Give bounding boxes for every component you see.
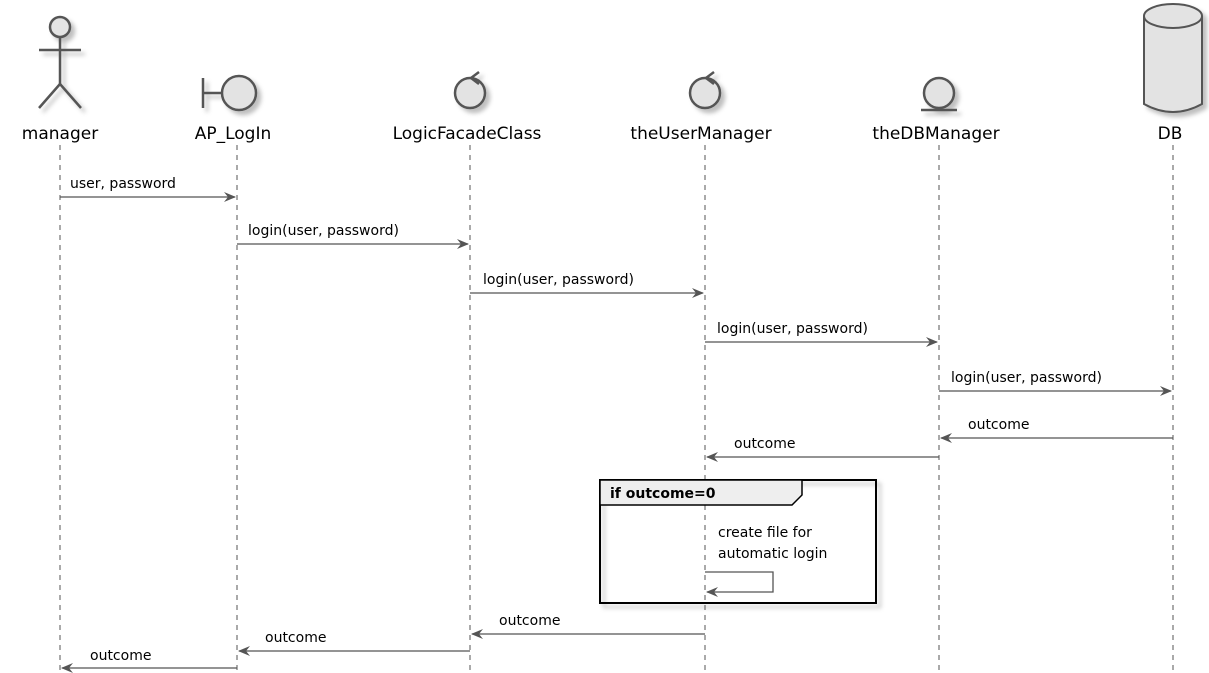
message-label: outcome xyxy=(499,613,560,629)
actor-icon xyxy=(38,15,82,109)
participant-label-manager: manager xyxy=(22,124,98,144)
self-message-label-line: automatic login xyxy=(718,546,827,562)
self-message-arrow xyxy=(705,571,774,597)
message-label: outcome xyxy=(265,630,326,646)
database-icon xyxy=(1143,3,1203,113)
lifelines xyxy=(59,145,1174,673)
self-message-label: create file for automatic login xyxy=(718,525,827,562)
self-message-label-line: create file for xyxy=(718,525,812,541)
message-label: outcome xyxy=(968,417,1029,433)
message-label: user, password xyxy=(70,176,176,192)
message-label: login(user, password) xyxy=(717,321,868,337)
alt-fragment: if outcome=0 xyxy=(599,479,877,604)
message-label: outcome xyxy=(90,648,151,664)
control-icon xyxy=(453,71,487,110)
message-label: login(user, password) xyxy=(483,272,634,288)
participant-label-user-manager: theUserManager xyxy=(630,124,771,144)
fragment-title: if outcome=0 xyxy=(610,486,716,502)
boundary-icon xyxy=(201,74,258,112)
control-icon xyxy=(688,71,722,110)
entity-icon xyxy=(921,76,957,112)
message-label: login(user, password) xyxy=(248,223,399,239)
participant-label-db: DB xyxy=(1158,124,1183,144)
participant-label-db-manager: theDBManager xyxy=(872,124,999,144)
participant-label-ap-login: AP_LogIn xyxy=(195,124,272,144)
participant-label-logic-facade: LogicFacadeClass xyxy=(393,124,542,144)
message-label: login(user, password) xyxy=(951,370,1102,386)
message-label: outcome xyxy=(734,436,795,452)
